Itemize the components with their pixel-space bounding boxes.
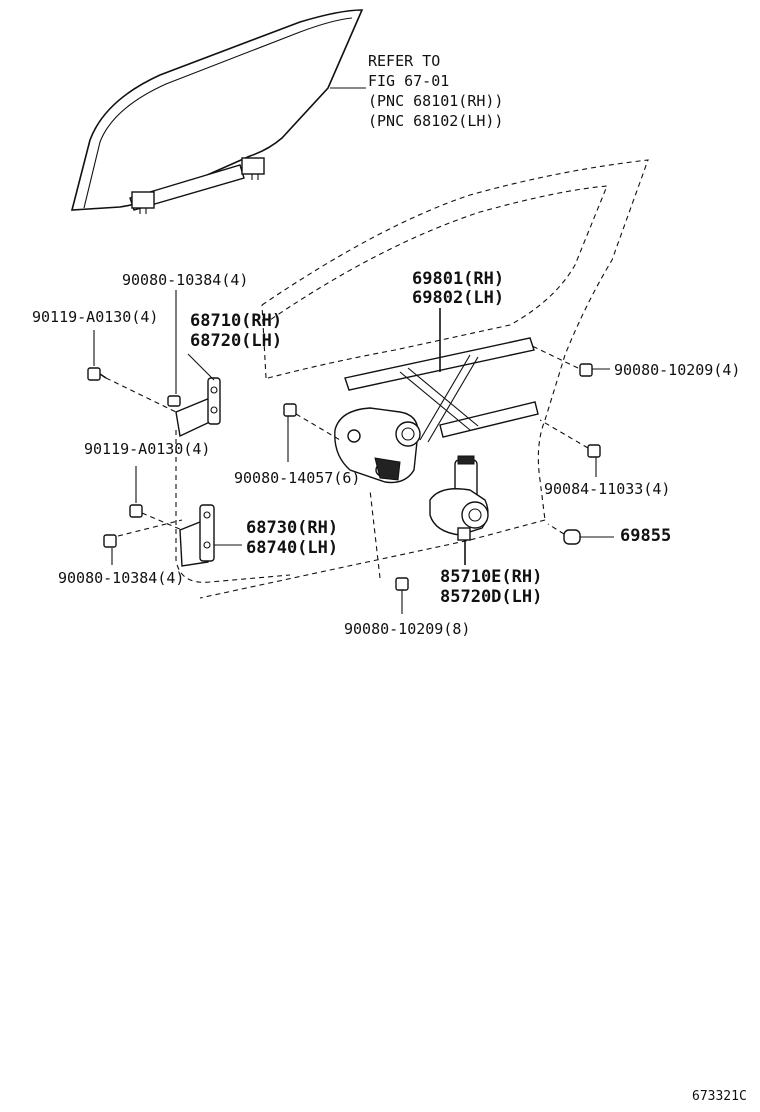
label-motor-rh: 85710E(RH) [440,567,542,587]
door-glass [70,9,364,214]
bolt-90119-mid [129,466,183,531]
bolt-90080-10209-right [529,344,610,377]
bolt-90084-11033 [539,419,601,477]
upper-hinge [175,377,221,438]
refer-line-4: (PNC 68102(LH)) [368,112,503,130]
label-upper-hinge-lh: 68720(LH) [190,331,282,351]
bolt-90080-10209-bottom [369,489,409,614]
figure-code: 673321C [692,1089,747,1104]
label-bolt-90080-14057: 90080-14057(6) [234,469,360,487]
refer-line-2: FIG 67-01 [368,72,449,90]
grommet-69855 [547,523,614,545]
label-bolt-90080-10209-bottom: 90080-10209(8) [344,620,470,638]
label-bolt-90119-mid: 90119-A0130(4) [84,440,210,458]
label-bolt-90084-11033: 90084-11033(4) [544,480,670,498]
label-bolt-90119-top: 90119-A0130(4) [32,308,158,326]
label-motor-lh: 85720D(LH) [440,587,542,607]
window-motor [429,455,489,541]
label-regulator-rh: 69801(RH) [412,269,504,289]
leader-upper-hinge [187,353,215,381]
bolt-90080-10384-top [167,290,181,407]
refer-line-1: REFER TO [368,52,440,70]
label-grommet: 69855 [620,526,671,546]
label-bolt-90080-10384-bottom: 90080-10384(4) [58,569,184,587]
label-bolt-90080-10384-top: 90080-10384(4) [122,271,248,289]
label-regulator-lh: 69802(LH) [412,288,504,308]
label-upper-hinge-rh: 68710(RH) [190,311,282,331]
bolt-90080-14057 [283,403,341,462]
lower-hinge [179,504,215,567]
window-regulator [334,337,539,484]
bolt-90119-top [87,330,177,413]
label-lower-hinge-lh: 68740(LH) [246,538,338,558]
door-frame-outline [175,159,649,599]
refer-line-3: (PNC 68101(RH)) [368,92,503,110]
label-bolt-90080-10209-right: 90080-10209(4) [614,361,740,379]
bolt-90080-10384-bottom [103,519,183,565]
label-lower-hinge-rh: 68730(RH) [246,518,338,538]
